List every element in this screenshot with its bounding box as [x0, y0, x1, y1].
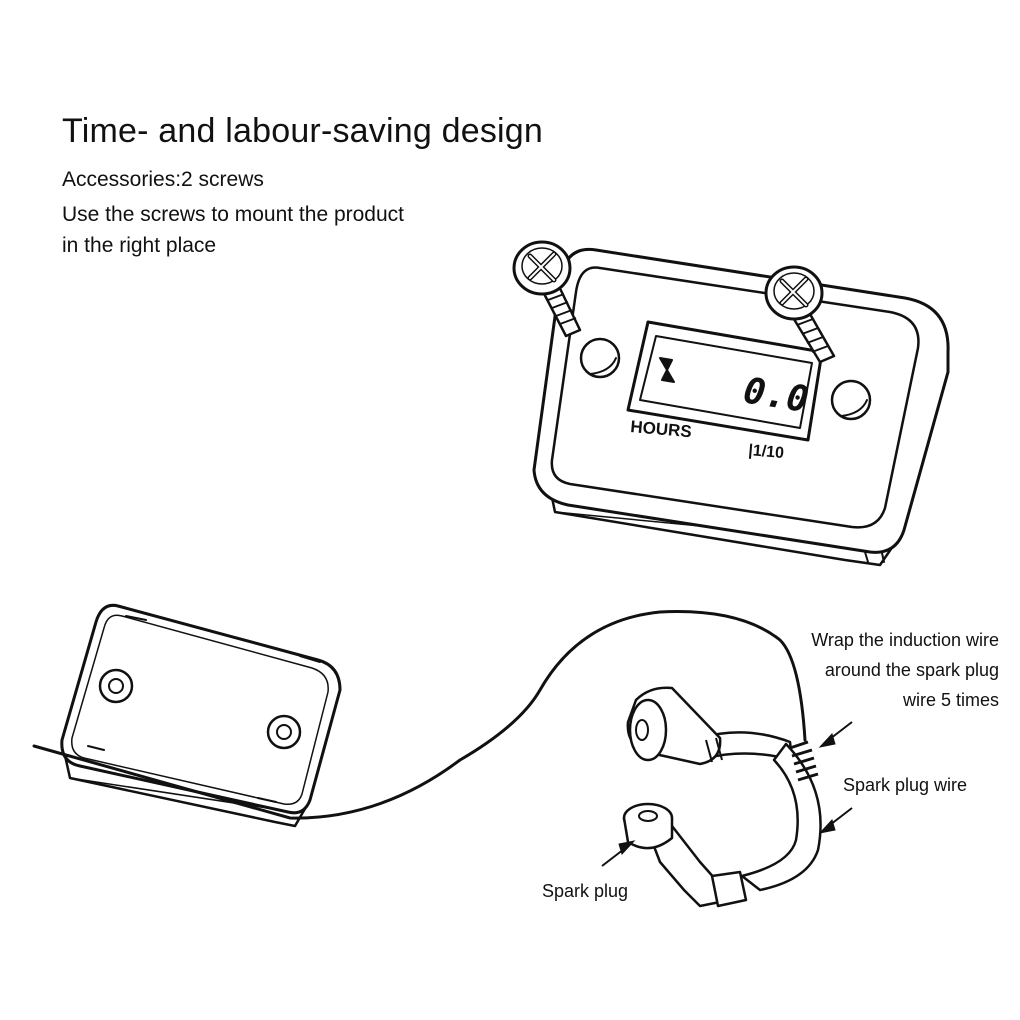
- wrap-instruction-line-1: Wrap the induction wire: [811, 630, 999, 650]
- pointer-arrows: [601, 721, 853, 867]
- spark-plug-boot-upper: [626, 686, 794, 766]
- spark-plug: [622, 802, 748, 908]
- spark-plug-label: Spark plug: [542, 881, 629, 901]
- hour-meter-front: [532, 247, 950, 567]
- accessories-text: Accessories:2 screws: [62, 168, 264, 191]
- hourglass-icon: [659, 357, 675, 383]
- lcd-window: [626, 320, 824, 442]
- usage-text-line-2: in the right place: [62, 234, 217, 257]
- mount-hole-left: [579, 337, 621, 379]
- wrap-instruction-line-3: wire 5 times: [902, 690, 999, 710]
- spark-plug-wire-label: Spark plug wire: [843, 775, 968, 795]
- scale-label: |1/10: [748, 442, 785, 462]
- spark-plug-wire: [740, 740, 822, 892]
- induction-wire: [32, 610, 807, 820]
- page-title: Time- and labour-saving design: [62, 112, 543, 150]
- screw-left: [512, 240, 582, 338]
- lcd-reading: 0.0: [741, 370, 812, 421]
- mount-hole-right: [830, 379, 872, 421]
- usage-text-line-1: Use the screws to mount the product: [62, 203, 404, 226]
- wrap-instruction-line-2: around the spark plug: [824, 660, 999, 680]
- screw-right: [764, 265, 836, 364]
